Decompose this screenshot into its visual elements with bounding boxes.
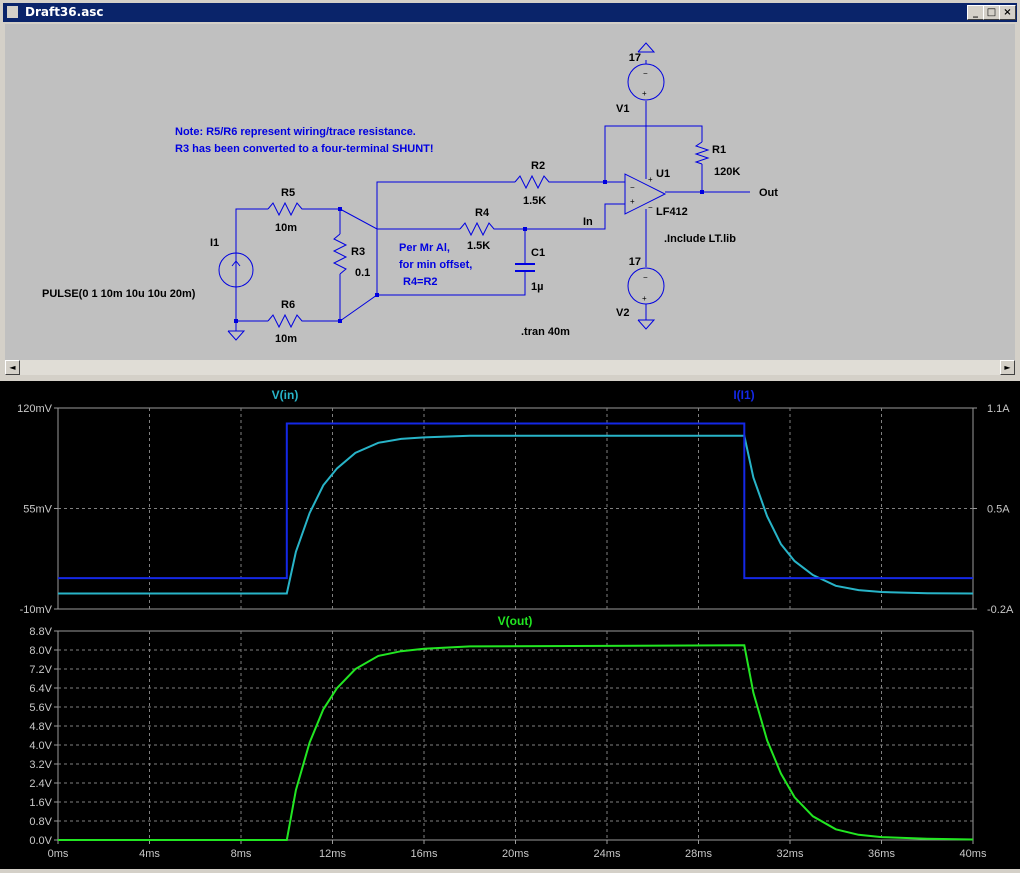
series-line	[58, 644, 974, 841]
y-tick-label: 8.0V	[29, 645, 52, 657]
y-right-tick-label: 1.1A	[987, 403, 1010, 415]
note-line-2: R3 has been converted to a four-terminal…	[175, 143, 434, 155]
tran-directive: .tran 40m	[521, 326, 570, 338]
waveform-window[interactable]: 120mV 55mV -10mV 1.1A 0.5A -0.2A V(in) I(I1) 8.…	[0, 381, 1020, 869]
schematic-wires	[218, 42, 750, 341]
y-tick-label: 1.6V	[29, 797, 52, 809]
y-left-tick-label: 55mV	[23, 504, 52, 516]
r5-value: 10m	[275, 222, 297, 234]
v1-plus: +	[642, 89, 647, 98]
document-icon	[7, 6, 18, 18]
schematic-window: Draft36.asc _ □ ×	[0, 0, 1020, 379]
legend-entry: I(I1)	[733, 388, 754, 402]
title-bar[interactable]: Draft36.asc _ □ ×	[3, 3, 1017, 22]
legend-entry: V(in)	[272, 388, 299, 402]
r3-value: 0.1	[355, 267, 370, 279]
y-tick-label: 0.8V	[29, 816, 52, 828]
comment-line-1: Per Mr Al,	[399, 242, 450, 254]
x-tick-label: 36ms	[868, 848, 895, 860]
include-directive: .Include LT.lib	[664, 233, 736, 245]
opamp-plus-top: +	[648, 175, 653, 184]
out-net-label: Out	[759, 187, 778, 199]
r4-value: 1.5K	[467, 240, 490, 252]
legend-entry: V(out)	[498, 614, 533, 628]
r2-value: 1.5K	[523, 195, 546, 207]
x-tick-label: 12ms	[319, 848, 346, 860]
r6-value: 10m	[275, 333, 297, 345]
x-tick-label: 8ms	[231, 848, 252, 860]
v2-minus: −	[643, 273, 648, 282]
x-tick-label: 32ms	[777, 848, 804, 860]
c1-value: 1µ	[531, 281, 543, 293]
pulse-label: PULSE(0 1 10m 10u 10u 20m)	[42, 288, 196, 300]
y-tick-label: 2.4V	[29, 778, 52, 790]
y-right-tick-label: 0.5A	[987, 504, 1010, 516]
y-left-tick-label: -10mV	[20, 604, 53, 616]
scroll-left-button[interactable]: ◄	[5, 360, 20, 375]
x-tick-label: 24ms	[594, 848, 621, 860]
v1-value: 17	[629, 52, 641, 64]
v1-minus: −	[643, 69, 648, 78]
opamp-plus: +	[630, 197, 635, 206]
v1-label: V1	[616, 103, 629, 115]
u1-model: LF412	[656, 206, 688, 218]
y-tick-label: 4.0V	[29, 740, 52, 752]
r3-label: R3	[351, 246, 365, 258]
series-line	[58, 434, 974, 595]
x-tick-label: 40ms	[960, 848, 987, 860]
maximize-button[interactable]: □	[983, 5, 1000, 20]
y-tick-label: 6.4V	[29, 683, 52, 695]
note-line-1: Note: R5/R6 represent wiring/trace resis…	[175, 126, 416, 138]
v2-label: V2	[616, 307, 629, 319]
r6-label: R6	[281, 299, 295, 311]
y-tick-label: 0.0V	[29, 835, 52, 847]
minimize-button[interactable]: _	[967, 5, 984, 20]
y-tick-label: 8.8V	[29, 626, 52, 638]
comment-line-2: for min offset,	[399, 259, 472, 271]
c1-label: C1	[531, 247, 545, 259]
y-right-tick-label: -0.2A	[987, 604, 1014, 616]
i1-label: I1	[210, 237, 219, 249]
u1-label: U1	[656, 168, 670, 180]
series-line	[58, 422, 973, 580]
x-tick-label: 0ms	[48, 848, 69, 860]
r1-value: 120K	[714, 166, 740, 178]
y-tick-label: 4.8V	[29, 721, 52, 733]
x-tick-label: 20ms	[502, 848, 529, 860]
scroll-right-button[interactable]: ►	[1000, 360, 1015, 375]
waveform-plots: 120mV 55mV -10mV 1.1A 0.5A -0.2A V(in) I(I1) 8.…	[17, 388, 1014, 860]
horizontal-scrollbar[interactable]: ◄ ►	[5, 360, 1015, 375]
comment-line-3: R4=R2	[403, 276, 438, 288]
v2-plus: +	[642, 294, 647, 303]
y-tick-label: 5.6V	[29, 702, 52, 714]
y-tick-label: 7.2V	[29, 664, 52, 676]
x-tick-label: 16ms	[411, 848, 438, 860]
r5-label: R5	[281, 187, 295, 199]
window-title: Draft36.asc	[25, 5, 104, 19]
v2-value: 17	[629, 256, 641, 268]
r2-label: R2	[531, 160, 545, 172]
opamp-minus-bottom: −	[648, 203, 653, 212]
r4-label: R4	[475, 207, 490, 219]
close-button[interactable]: ×	[999, 5, 1016, 20]
y-left-tick-label: 120mV	[17, 403, 53, 415]
y-tick-label: 3.2V	[29, 759, 52, 771]
opamp-minus: −	[630, 183, 635, 192]
r1-label: R1	[712, 144, 726, 156]
x-tick-label: 28ms	[685, 848, 712, 860]
x-tick-label: 4ms	[139, 848, 160, 860]
junction-dots	[234, 180, 704, 323]
in-net-label: In	[583, 216, 593, 228]
schematic-canvas[interactable]: 17 V1 17 V2 I1 PULSE(0 1 10m 10u 10u 20m…	[5, 24, 1015, 360]
